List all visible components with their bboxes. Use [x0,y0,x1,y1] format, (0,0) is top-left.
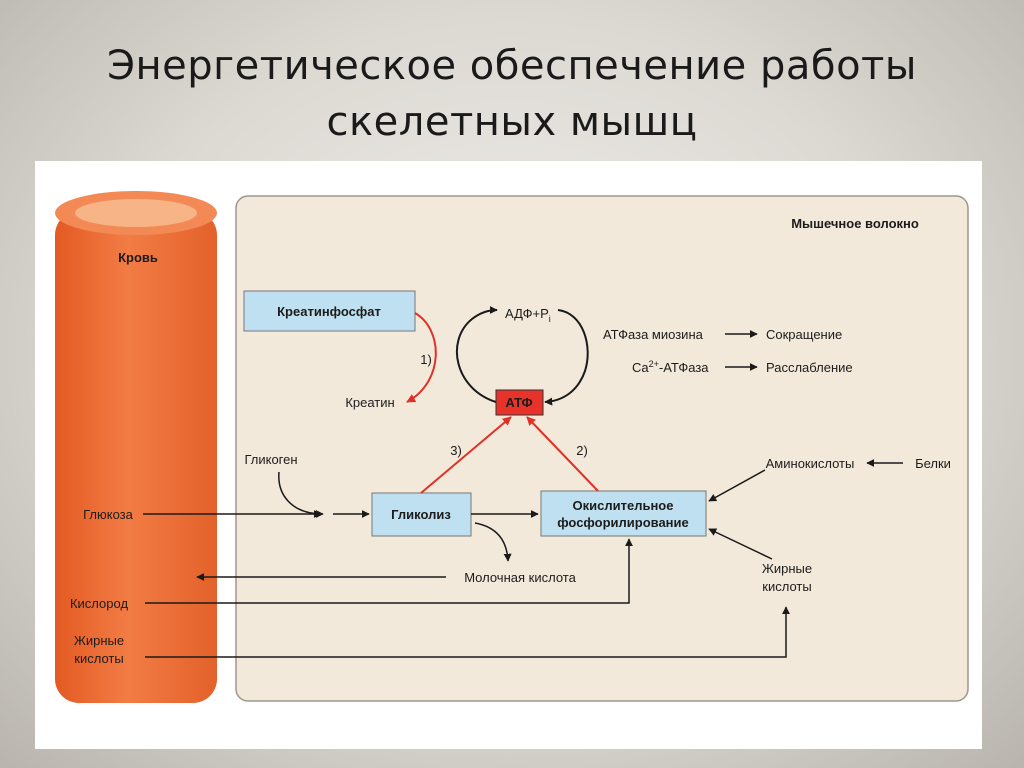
fatty-acids-blood-line2: кислоты [74,651,123,666]
oxphos-to-atp-arrow [526,416,599,492]
title-line-2: скелетных мышц [326,99,698,145]
fatty-acids-blood-line1: Жирные [74,633,124,648]
glycolysis-to-lactic-acid-arrow [474,522,512,562]
myosin-atpase-label: АТФаза миозина [603,327,704,342]
pathway-1-number: 1) [420,352,432,367]
adp-to-atp-arrow [544,309,589,406]
oxygen-label: Кислород [70,596,128,611]
title-line-1: Энергетическое обеспечение работы [107,43,917,89]
blood-vessel [55,191,217,703]
creatine-phosphate-to-creatine-arrow [406,312,437,403]
fatty-acids-from-blood-arrow [145,606,790,658]
amino-acids-to-oxphos-arrow [708,469,766,502]
oxphos-label-line1: Окислительное [573,498,674,513]
ca-atpase-label: Ca2+-АТФаза [632,359,709,375]
atp-box [495,389,544,416]
atp-to-adp-arrow [456,306,498,403]
contraction-label: Сокращение [766,327,842,342]
oxphos-label-line2: фосфорилирование [557,515,689,530]
oxygen-arrow [145,538,633,604]
fatty-acids-to-oxphos-arrow [708,528,773,560]
atp-label: АТФ [505,395,532,410]
blood-label: Кровь [118,250,158,265]
glycolysis-to-atp-arrow [420,416,512,494]
creatine-label: Креатин [345,395,394,410]
pathway-2-number: 2) [576,443,588,458]
glycogen-label: Гликоген [244,452,297,467]
fiber-label: Мышечное волокно [791,216,919,231]
energy-diagram: Кровь Мышечное волокно Креатинфосфат АТФ… [55,191,969,703]
creatine-phosphate-box [243,290,416,332]
diagram-panel: Кровь Мышечное волокно Креатинфосфат АТФ… [35,161,982,749]
slide-title: Энергетическое обеспечение работы скелет… [0,38,1024,150]
adp-label: АДФ+Pi [505,306,551,324]
creatine-phosphate-label: Креатинфосфат [277,304,381,319]
glucose-label: Глюкоза [83,507,134,522]
muscle-fiber-area [235,195,969,702]
oxidative-phosphorylation-box [540,490,707,537]
relaxation-label: Расслабление [766,360,853,375]
fatty-acids-fiber-line2: кислоты [762,579,811,594]
pathway-3-number: 3) [450,443,462,458]
amino-acids-label: Аминокислоты [766,456,855,471]
fatty-acids-fiber-line1: Жирные [762,561,812,576]
lactic-acid-label: Молочная кислота [464,570,576,585]
glycolysis-label: Гликолиз [391,507,451,522]
proteins-label: Белки [915,456,951,471]
